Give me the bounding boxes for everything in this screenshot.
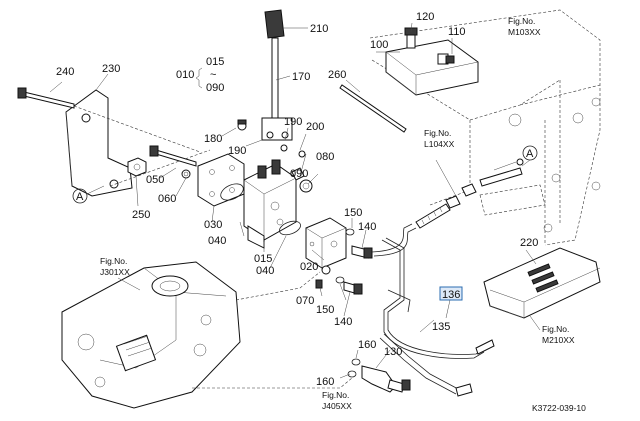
callout-020[interactable]: 020	[300, 261, 318, 273]
fig-refs: Fig.No. M103XX Fig.No. L104XX Fig.No. J3…	[100, 16, 575, 411]
callout-180[interactable]: 180	[204, 133, 222, 145]
callout-220[interactable]: 220	[520, 237, 538, 249]
callout-136[interactable]: 136	[442, 289, 460, 301]
callout-010[interactable]: 010	[176, 69, 194, 81]
callout-260[interactable]: 260	[328, 69, 346, 81]
fig-ref-m210-code[interactable]: M210XX	[542, 335, 575, 345]
hydraulic-pipes	[371, 223, 495, 397]
callout-070[interactable]: 070	[296, 295, 314, 307]
callout-130[interactable]: 130	[384, 346, 402, 358]
callouts: 010 015 ~ 090 210 170 120 110 100 260 24…	[56, 11, 538, 388]
highlight-136	[439, 286, 463, 301]
fig-ref-j405-label: Fig.No.	[322, 390, 349, 400]
fig-ref-j301-label: Fig.No.	[100, 256, 127, 266]
callout-150-upper[interactable]: 150	[344, 207, 362, 219]
fittings-bottom	[347, 358, 411, 393]
callout-015[interactable]: 015	[254, 253, 272, 265]
callout-200[interactable]: 200	[306, 121, 324, 133]
callout-160-lower[interactable]: 160	[316, 376, 334, 388]
callout-190-left[interactable]: 190	[228, 145, 246, 157]
callout-250[interactable]: 250	[132, 209, 150, 221]
bracket-220	[483, 247, 601, 319]
ref-a-left: A	[76, 191, 84, 203]
fig-ref-m210-label: Fig.No.	[542, 324, 569, 334]
fig-ref-m103-label: Fig.No.	[508, 16, 535, 26]
fig-ref-m103-code[interactable]: M103XX	[508, 27, 541, 37]
cover-030	[197, 153, 245, 207]
callout-120[interactable]: 120	[416, 11, 434, 23]
adapter-020	[305, 217, 347, 289]
callout-110[interactable]: 110	[448, 26, 466, 38]
valve-lever	[261, 9, 293, 141]
callout-060[interactable]: 060	[158, 193, 176, 205]
figure-code: K3722-039-10	[532, 403, 586, 413]
fig-ref-l104-code[interactable]: L104XX	[424, 139, 455, 149]
bracket-100	[385, 27, 479, 96]
fig-ref-l104-label: Fig.No.	[424, 128, 451, 138]
plate-230	[17, 87, 211, 197]
ref-a-right: A	[526, 148, 534, 160]
callout-080[interactable]: 080	[316, 151, 334, 163]
bolts-050-060	[149, 145, 197, 179]
hose-010	[415, 158, 524, 229]
callout-150-lower[interactable]: 150	[316, 304, 334, 316]
callout-190-right[interactable]: 190	[284, 116, 302, 128]
transmission-housing	[61, 261, 353, 409]
rod-260	[339, 84, 407, 133]
ref-markers: A A	[72, 145, 538, 204]
callout-240[interactable]: 240	[56, 66, 74, 78]
callout-170[interactable]: 170	[292, 71, 310, 83]
callout-015-range-start[interactable]: 015	[206, 56, 224, 68]
callout-230[interactable]: 230	[102, 63, 120, 75]
callout-140-lower[interactable]: 140	[334, 316, 352, 328]
callout-160-upper[interactable]: 160	[358, 339, 376, 351]
range-tilde: ~	[210, 69, 216, 81]
callout-050[interactable]: 050	[146, 174, 164, 186]
fittings-140-150	[335, 228, 373, 295]
callout-210[interactable]: 210	[310, 23, 328, 35]
callout-090[interactable]: 090	[290, 168, 308, 180]
callout-040-left[interactable]: 040	[208, 235, 226, 247]
nut-250	[127, 157, 147, 177]
fig-ref-j405-code[interactable]: J405XX	[322, 401, 352, 411]
callout-040-right[interactable]: 040	[256, 265, 274, 277]
callout-100[interactable]: 100	[370, 39, 388, 51]
leader-lines	[49, 22, 537, 379]
valve-body-015	[243, 159, 301, 249]
callout-030[interactable]: 030	[204, 219, 222, 231]
fig-ref-j301-code[interactable]: J301XX	[100, 267, 130, 277]
callout-140-upper[interactable]: 140	[358, 221, 376, 233]
callout-135[interactable]: 135	[432, 321, 450, 333]
callout-090-range-end[interactable]: 090	[206, 82, 224, 94]
